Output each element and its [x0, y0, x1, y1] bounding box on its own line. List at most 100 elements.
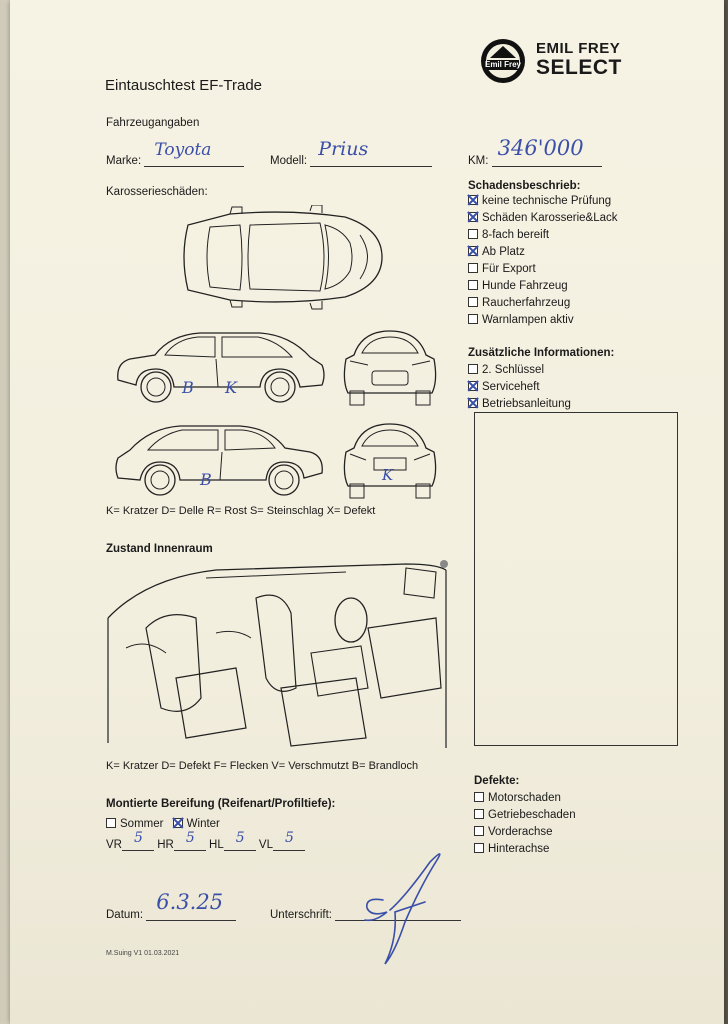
- damage-item-body-paint[interactable]: Schäden Karosserie&Lack: [468, 210, 618, 227]
- hr-field[interactable]: 5: [173, 830, 206, 851]
- info-item-service-book[interactable]: Serviceheft: [468, 379, 571, 396]
- km-field[interactable]: 346'000: [491, 136, 602, 167]
- item-label: Serviceheft: [482, 381, 540, 393]
- damage-item-off-lot[interactable]: Ab Platz: [468, 244, 618, 261]
- notes-box[interactable]: [474, 412, 678, 746]
- signature-label: Unterschrift:: [270, 909, 332, 921]
- km-row: KM: 346'000: [468, 136, 602, 167]
- form-version-code: M.Suing V1 01.03.2021: [106, 950, 180, 957]
- checkbox[interactable]: [468, 280, 478, 290]
- defect-item-rear-axle[interactable]: Hinterachse: [474, 841, 576, 858]
- car-top-view-diagram: [183, 205, 383, 310]
- item-label: Ab Platz: [482, 246, 525, 258]
- model-row: Modell: Prius: [270, 138, 433, 167]
- vr-value: 5: [133, 830, 143, 846]
- defects-list: Motorschaden Getriebeschaden Vorderachse…: [474, 790, 576, 858]
- defect-item-engine[interactable]: Motorschaden: [474, 790, 576, 807]
- checkbox[interactable]: [468, 364, 478, 374]
- body-mark-4: K: [382, 466, 394, 484]
- km-label: KM:: [468, 155, 489, 167]
- handwritten-signature: [364, 853, 441, 965]
- defect-item-front-axle[interactable]: Vorderachse: [474, 824, 576, 841]
- summer-label: Sommer: [120, 818, 164, 830]
- checkbox[interactable]: [468, 263, 478, 273]
- emil-frey-logo: Emil Frey EMIL FREY SELECT: [478, 36, 624, 88]
- damage-description-list: keine technische Prüfung Schäden Karosse…: [468, 193, 618, 329]
- car-left-side-diagram: [117, 332, 325, 403]
- form-title: Eintauschtest EF-Trade: [105, 77, 263, 94]
- damage-description-title: Schadensbeschrieb:: [468, 180, 581, 192]
- form-sheet: Eintauschtest EF-Trade Emil Frey EMIL FR…: [10, 0, 724, 1024]
- gear-badge-icon: [481, 39, 525, 83]
- item-label: Hunde Fahrzeug: [482, 280, 568, 292]
- winter-label: Winter: [186, 818, 220, 830]
- car-interior-diagram: [107, 560, 448, 748]
- km-value: 346'000: [497, 136, 584, 160]
- info-item-manual[interactable]: Betriebsanleitung: [468, 396, 571, 413]
- vl-label: VL: [258, 839, 273, 851]
- hl-value: 5: [235, 830, 245, 846]
- checkbox[interactable]: [468, 212, 478, 222]
- checkbox[interactable]: [474, 792, 484, 802]
- make-row: Marke: Toyota: [106, 140, 245, 167]
- date-value: 6.3.25: [156, 890, 224, 914]
- body-damage-legend: K= Kratzer D= Delle R= Rost S= Steinschl…: [106, 505, 376, 517]
- checkbox[interactable]: [468, 229, 478, 239]
- signature-row: Unterschrift:: [270, 904, 462, 921]
- make-label: Marke:: [106, 155, 142, 167]
- body-mark-1: B: [182, 378, 194, 397]
- item-label: Schäden Karosserie&Lack: [482, 212, 618, 224]
- item-label: Getriebeschaden: [488, 809, 576, 821]
- damage-item-no-tech-check[interactable]: keine technische Prüfung: [468, 193, 618, 210]
- vehicle-section-title: Fahrzeugangaben: [106, 117, 200, 129]
- hl-field[interactable]: 5: [223, 830, 256, 851]
- logo-badge-text: Emil Frey: [484, 60, 521, 69]
- summer-checkbox[interactable]: [106, 818, 116, 828]
- damage-item-export[interactable]: Für Export: [468, 261, 618, 278]
- hl-label: HL: [209, 839, 224, 851]
- checkbox[interactable]: [468, 195, 478, 205]
- item-label: Hinterachse: [488, 843, 550, 855]
- damage-item-dog-vehicle[interactable]: Hunde Fahrzeug: [468, 278, 618, 295]
- interior-section-title: Zustand Innenraum: [106, 543, 213, 555]
- date-field[interactable]: 6.3.25: [146, 890, 237, 921]
- model-field[interactable]: Prius: [310, 138, 433, 167]
- checkbox[interactable]: [468, 398, 478, 408]
- winter-checkbox[interactable]: [172, 818, 183, 828]
- item-label: 2. Schlüssel: [482, 364, 545, 376]
- vr-field[interactable]: 5: [121, 830, 154, 851]
- item-label: Betriebsanleitung: [482, 398, 571, 410]
- date-row: Datum: 6.3.25: [106, 890, 237, 921]
- damage-item-8-tires[interactable]: 8-fach bereift: [468, 227, 618, 244]
- make-field[interactable]: Toyota: [144, 140, 245, 167]
- vl-value: 5: [285, 830, 294, 846]
- item-label: keine technische Prüfung: [482, 195, 612, 207]
- item-label: Motorschaden: [488, 792, 561, 804]
- vl-field[interactable]: 5: [273, 830, 305, 851]
- checkbox[interactable]: [468, 297, 478, 307]
- tire-type-row: Sommer Winter: [106, 817, 220, 830]
- signature-field[interactable]: [335, 904, 462, 921]
- model-label: Modell:: [270, 155, 308, 167]
- car-front-view-diagram: [343, 330, 437, 406]
- checkbox[interactable]: [468, 246, 478, 256]
- body-mark-3: B: [200, 470, 212, 489]
- item-label: 8-fach bereift: [482, 229, 550, 241]
- checkbox[interactable]: [468, 381, 478, 391]
- body-damage-section-title: Karosserieschäden:: [106, 186, 208, 198]
- additional-info-list: 2. Schlüssel Serviceheft Betriebsanleitu…: [468, 362, 571, 413]
- checkbox[interactable]: [468, 314, 478, 324]
- damage-item-warning-lights[interactable]: Warnlampen aktiv: [468, 312, 618, 329]
- make-value: Toyota: [154, 140, 212, 160]
- damage-item-smoker[interactable]: Raucherfahrzeug: [468, 295, 618, 312]
- item-label: Für Export: [482, 263, 536, 275]
- checkbox[interactable]: [474, 843, 484, 853]
- info-item-second-key[interactable]: 2. Schlüssel: [468, 362, 571, 379]
- checkbox[interactable]: [474, 826, 484, 836]
- defect-item-gearbox[interactable]: Getriebeschaden: [474, 807, 576, 824]
- tires-section-title: Montierte Bereifung (Reifenart/Profiltie…: [106, 798, 336, 810]
- date-label: Datum:: [106, 909, 144, 921]
- logo-line1: EMIL FREY: [536, 40, 621, 57]
- checkbox[interactable]: [474, 809, 484, 819]
- interior-legend: K= Kratzer D= Defekt F= Flecken V= Versc…: [106, 760, 419, 772]
